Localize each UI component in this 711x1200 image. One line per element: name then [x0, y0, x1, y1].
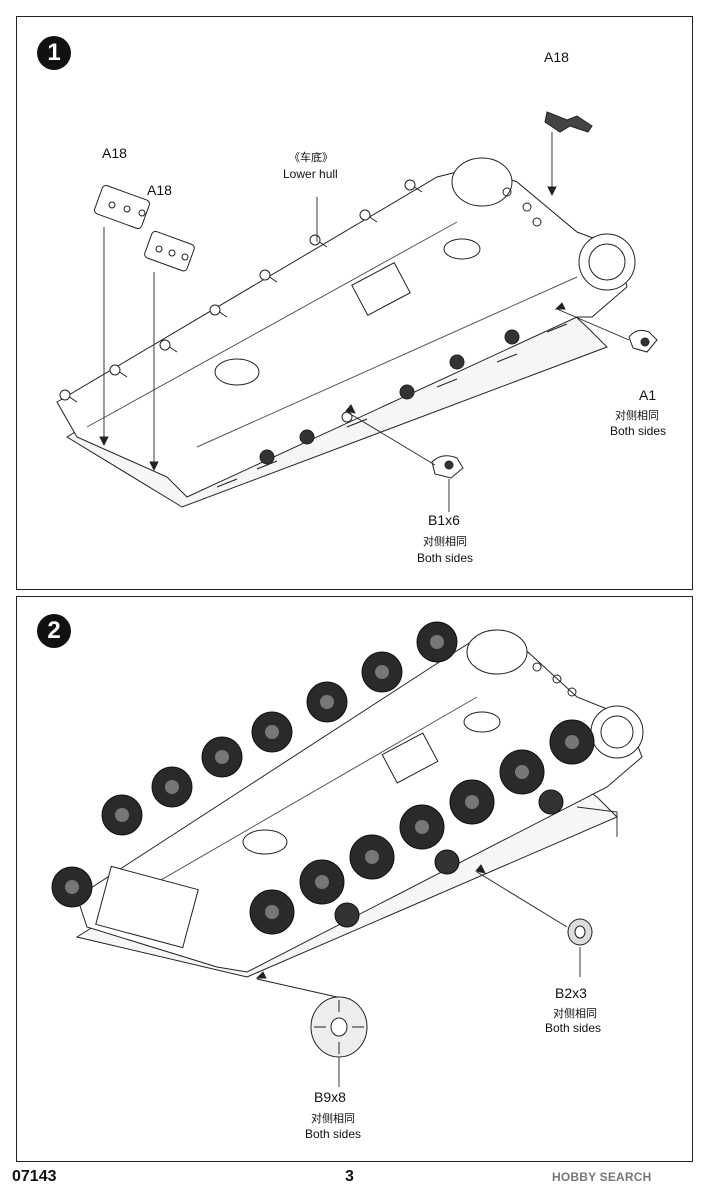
- leader-b9: [256, 978, 338, 998]
- label-b9: B9x8: [314, 1089, 346, 1105]
- page-number: 3: [345, 1168, 354, 1185]
- label-a1-cn: 对侧相同: [615, 410, 659, 422]
- watermark-logo: HOBBY SEARCH: [552, 1170, 652, 1184]
- leader-b2: [476, 871, 568, 928]
- bottom-hatch: [463, 711, 501, 733]
- bottom-panel: [351, 262, 411, 316]
- upper-road-wheels: [51, 621, 458, 908]
- label-a18-left2: A18: [147, 182, 172, 198]
- step-number-badge: 2: [37, 614, 71, 648]
- part-b1-icon: [431, 455, 464, 479]
- label-lower-hull-en: Lower hull: [283, 167, 338, 181]
- label-a18-top: A18: [544, 49, 569, 65]
- step-2-panel: 2: [16, 596, 693, 1162]
- track-links-a18: [94, 184, 195, 272]
- step-1-panel: 1: [16, 16, 693, 590]
- escape-hatch: [214, 358, 260, 386]
- lower-hull-drawing: [56, 111, 658, 512]
- label-b9-cn: 对侧相同: [311, 1113, 355, 1125]
- label-b1-cn: 对侧相同: [423, 536, 467, 548]
- bottom-hatch: [443, 238, 481, 260]
- label-a1-en: Both sides: [610, 424, 667, 438]
- part-a1-icon: [628, 329, 658, 353]
- bottom-panel: [381, 732, 439, 784]
- label-lower-hull-cn: 《车底》: [289, 152, 333, 164]
- leader-b1: [346, 411, 436, 466]
- track-links: [95, 865, 199, 949]
- label-a18-left1: A18: [102, 145, 127, 161]
- rear-hull-bulge: [466, 629, 528, 675]
- step-number-badge: 1: [37, 36, 71, 70]
- rear-hull-bulge: [451, 157, 513, 207]
- bottom-plate-edge: [576, 806, 618, 837]
- lower-road-wheels: [249, 719, 595, 935]
- hull-with-wheels-drawing: [51, 621, 644, 1087]
- sprocket-housing: [578, 233, 636, 291]
- lower-suspension-mounts: [216, 323, 568, 488]
- label-b9-en: Both sides: [305, 1127, 362, 1141]
- part-b9-icon: [310, 996, 368, 1058]
- label-b2: B2x3: [555, 985, 587, 1001]
- label-b1: B1x6: [428, 512, 460, 528]
- sprocket-housing: [590, 705, 644, 759]
- return-rollers: [334, 789, 564, 928]
- label-b1-en: Both sides: [417, 551, 474, 565]
- label-b2-en: Both sides: [545, 1021, 602, 1035]
- part-b2-icon: [567, 918, 593, 946]
- kit-code: 07143: [12, 1168, 57, 1185]
- leader-a1: [556, 308, 630, 341]
- upper-suspension-mounts: [59, 179, 423, 403]
- part-a18-icon: [544, 111, 593, 133]
- escape-hatch: [242, 829, 288, 855]
- label-a1: A1: [639, 387, 657, 403]
- label-b2-cn: 对侧相同: [553, 1008, 597, 1020]
